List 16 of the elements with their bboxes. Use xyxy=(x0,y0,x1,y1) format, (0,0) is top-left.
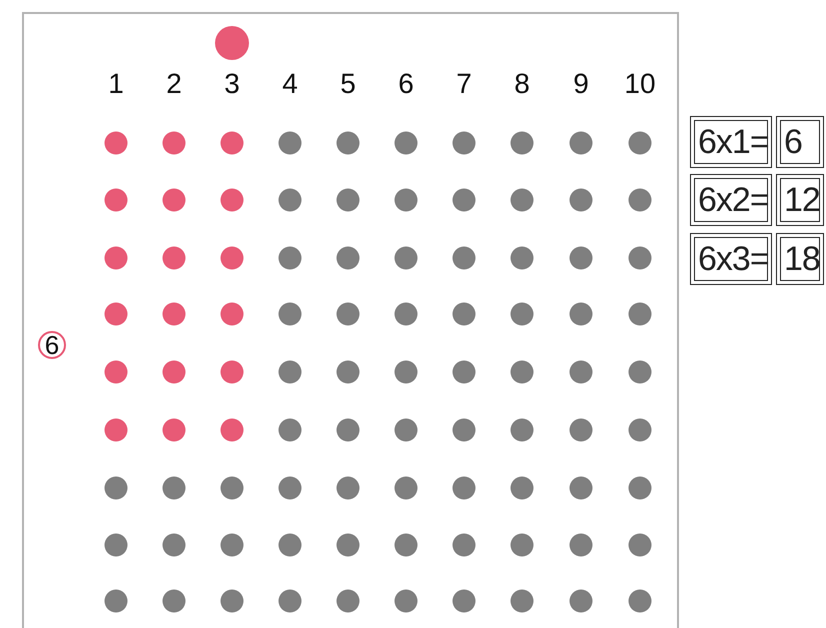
column-number: 3 xyxy=(223,70,241,98)
column-number: 8 xyxy=(513,70,531,98)
column-number: 1 xyxy=(107,70,125,98)
equation-box: 6x2= xyxy=(690,174,772,226)
answer-box: 18 xyxy=(776,233,824,285)
column-number: 10 xyxy=(623,70,657,98)
answer-box: 12 xyxy=(776,174,824,226)
column-number: 4 xyxy=(281,70,299,98)
column-number: 7 xyxy=(455,70,473,98)
column-number: 2 xyxy=(165,70,183,98)
answer-box: 6 xyxy=(776,116,824,168)
equation-box: 6x3= xyxy=(690,233,772,285)
column-number: 6 xyxy=(397,70,415,98)
equation-box: 6x1= xyxy=(690,116,772,168)
column-number: 9 xyxy=(572,70,590,98)
column-number: 5 xyxy=(339,70,357,98)
